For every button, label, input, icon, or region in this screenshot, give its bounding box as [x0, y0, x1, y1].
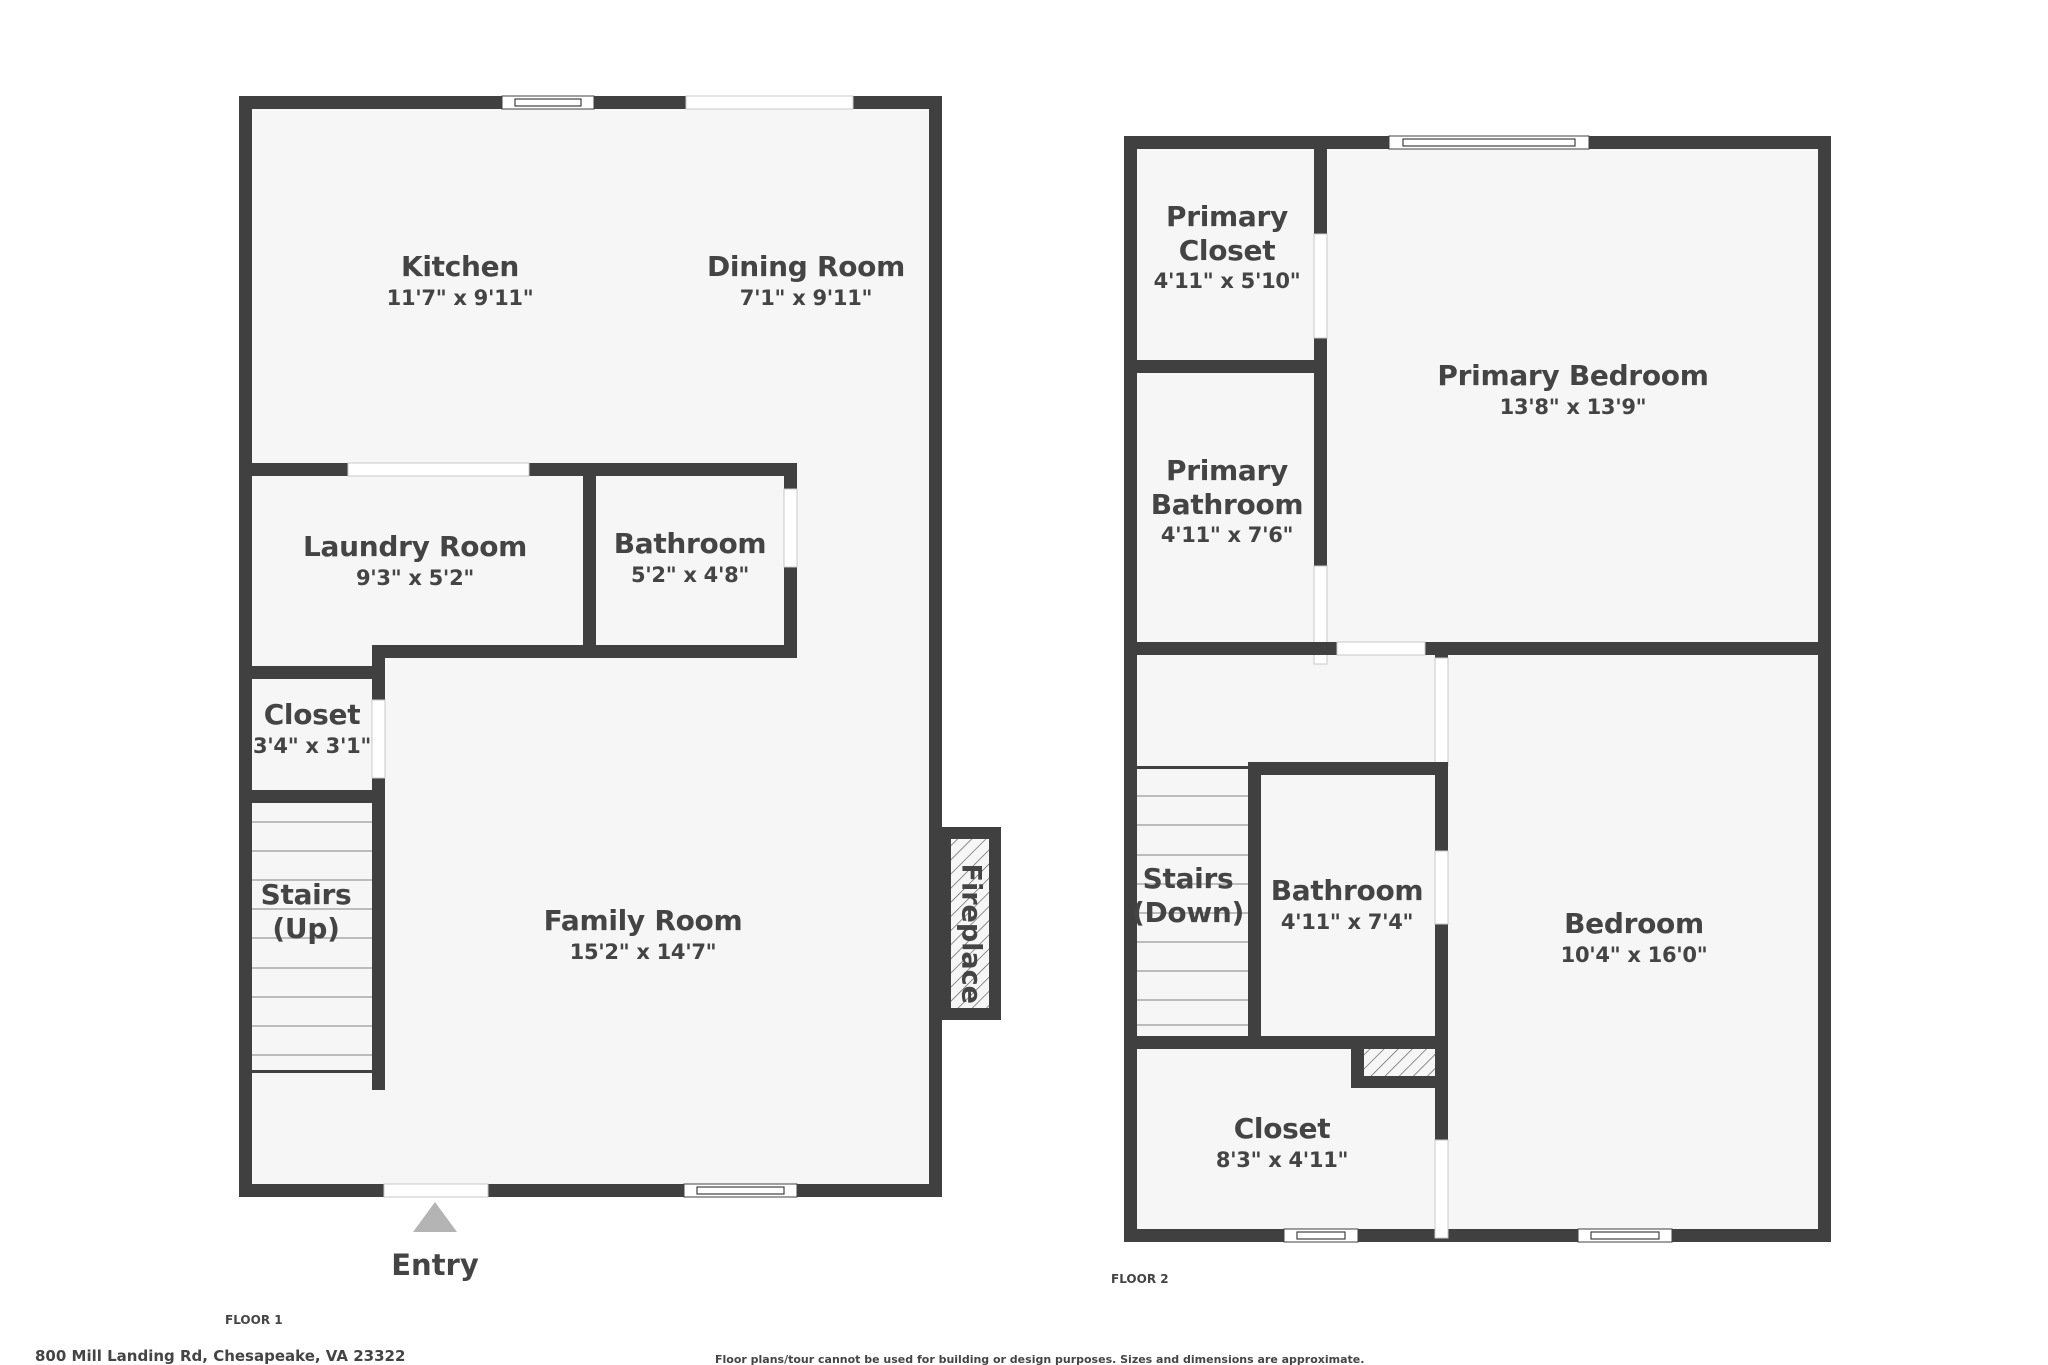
- room-laundry-room: Laundry Room 9'3" x 5'2": [303, 530, 527, 591]
- stairs-up-treads: [252, 821, 372, 1056]
- room-name: Stairs: [1142, 862, 1234, 895]
- room-name: Primary: [1166, 454, 1288, 487]
- room-family-room: Family Room 15'2" x 14'7": [544, 904, 743, 965]
- room-name: Closet: [1233, 1112, 1331, 1145]
- room-name-line2: Bathroom: [1150, 487, 1304, 521]
- room-dimensions: 11'7" x 9'11": [386, 285, 534, 310]
- room-closet-floor2: Closet 8'3" x 4'11": [1215, 1112, 1349, 1173]
- room-dimensions: 15'2" x 14'7": [569, 939, 717, 964]
- room-name: Bedroom: [1564, 907, 1704, 940]
- room-dimensions: 10'4" x 16'0": [1560, 942, 1708, 967]
- room-dimensions: 7'1" x 9'11": [739, 285, 873, 310]
- room-dimensions: 3'4" x 3'1": [252, 733, 372, 758]
- room-name-line2: (Up): [272, 911, 340, 945]
- room-dimensions: 8'3" x 4'11": [1215, 1147, 1349, 1172]
- room-dimensions: 4'11" x 5'10": [1153, 269, 1301, 294]
- room-name: Bathroom: [1270, 874, 1424, 907]
- floor-1-plan: [239, 95, 1001, 1232]
- room-dimensions: 9'3" x 5'2": [355, 565, 475, 590]
- property-address: 800 Mill Landing Rd, Chesapeake, VA 2332…: [35, 1347, 406, 1365]
- room-stairs-up: Stairs (Up): [261, 878, 352, 945]
- room-stairs-down: Stairs (Down): [1132, 862, 1244, 929]
- room-bedroom: Bedroom 10'4" x 16'0": [1561, 907, 1708, 968]
- fireplace-label: Fireplace: [955, 863, 987, 1004]
- floor-1-tag: FLOOR 1: [225, 1313, 283, 1327]
- room-name: Bathroom: [613, 527, 767, 560]
- room-name: Dining Room: [706, 250, 906, 283]
- room-dimensions: 4'11" x 7'6": [1160, 523, 1294, 548]
- disclaimer-text: Floor plans/tour cannot be used for buil…: [715, 1353, 1365, 1365]
- room-name: Stairs: [260, 878, 352, 911]
- room-primary-closet: Primary Closet 4'11" x 5'10": [1154, 200, 1301, 294]
- room-name-line2: Closet: [1178, 233, 1276, 267]
- room-name: Primary Bedroom: [1437, 359, 1709, 392]
- room-bathroom-floor2: Bathroom 4'11" x 7'4": [1271, 874, 1424, 935]
- room-dining-room: Dining Room 7'1" x 9'11": [707, 250, 905, 311]
- room-name-line2: (Down): [1131, 895, 1245, 929]
- floor-2-tag: FLOOR 2: [1111, 1272, 1169, 1286]
- room-primary-bathroom: Primary Bathroom 4'11" x 7'6": [1151, 454, 1304, 548]
- room-primary-bedroom: Primary Bedroom 13'8" x 13'9": [1437, 359, 1708, 420]
- floor-2-plan: [1124, 135, 1831, 1243]
- entry-label: Entry: [391, 1248, 479, 1282]
- room-name: Primary: [1166, 200, 1288, 233]
- room-name: Kitchen: [400, 250, 520, 283]
- entry-arrow-icon: [413, 1202, 457, 1232]
- room-dimensions: 13'8" x 13'9": [1499, 394, 1647, 419]
- room-name: Laundry Room: [302, 530, 528, 563]
- room-name: Closet: [263, 698, 361, 731]
- room-dimensions: 5'2" x 4'8": [630, 562, 750, 587]
- room-closet-floor1: Closet 3'4" x 3'1": [253, 698, 371, 759]
- stairs-down-treads: [1137, 795, 1248, 1026]
- room-bathroom-floor1: Bathroom 5'2" x 4'8": [614, 527, 767, 588]
- room-name: Family Room: [543, 904, 743, 937]
- room-dimensions: 4'11" x 7'4": [1280, 909, 1414, 934]
- room-kitchen: Kitchen 11'7" x 9'11": [387, 250, 534, 311]
